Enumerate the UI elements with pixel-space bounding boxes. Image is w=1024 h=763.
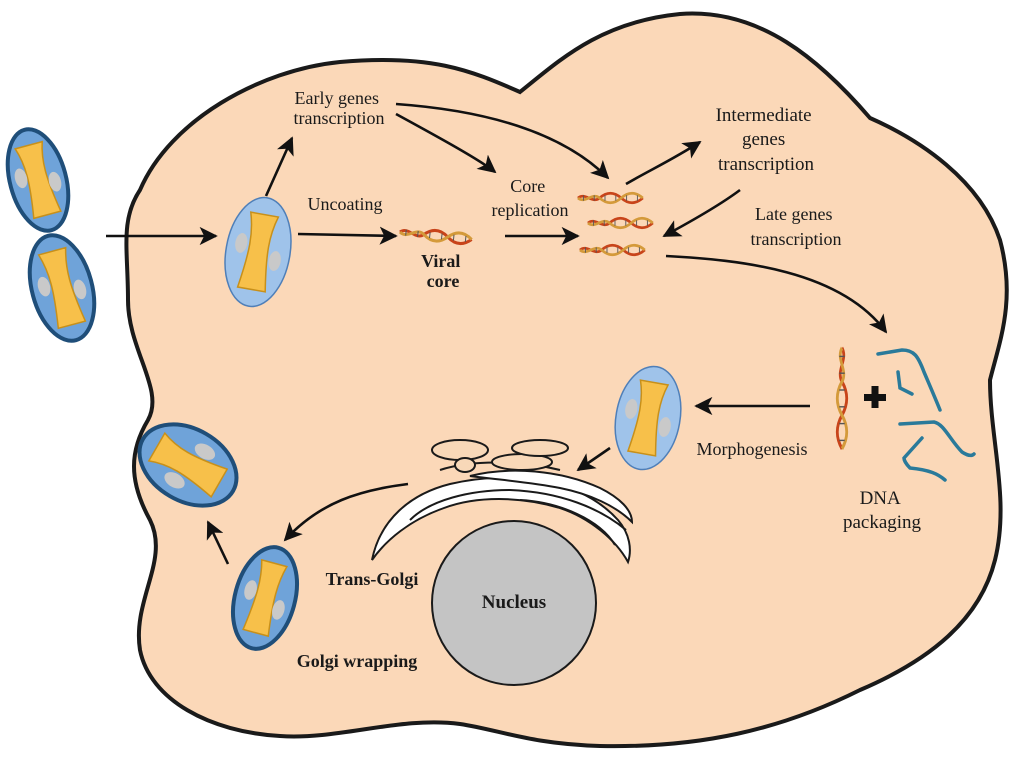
nucleus xyxy=(431,520,597,686)
uncoating-label: Uncoating xyxy=(308,194,383,214)
virion-entering xyxy=(224,196,292,308)
core-replication-label: Core replication xyxy=(492,176,569,220)
protein-strands xyxy=(876,348,976,482)
trans-golgi-label: Trans-Golgi xyxy=(326,569,419,589)
virion-morphogenesis xyxy=(614,365,682,471)
cell-membrane xyxy=(124,11,1009,749)
golgi-vesicles xyxy=(431,439,569,473)
plus-icon xyxy=(864,386,886,408)
arrows xyxy=(106,102,888,565)
virion-golgi-wrapped xyxy=(231,545,299,651)
virion-extracellular-2 xyxy=(27,233,97,343)
golgi-wrapping-label: Golgi wrapping xyxy=(297,651,418,671)
viral-core-label: Viral core xyxy=(421,251,465,291)
intermediate-genes-label: Intermediate genes transcription xyxy=(716,105,817,175)
virion-exiting xyxy=(137,422,239,508)
early-genes-label: Early genes transcription xyxy=(294,88,385,128)
virion-extracellular-1 xyxy=(5,127,71,233)
dna-packaging-label: DNA packaging xyxy=(843,488,922,533)
late-genes-label: Late genes transcription xyxy=(751,204,842,249)
nucleus-label: Nucleus xyxy=(482,592,546,613)
morphogenesis-label: Morphogenesis xyxy=(697,439,808,459)
